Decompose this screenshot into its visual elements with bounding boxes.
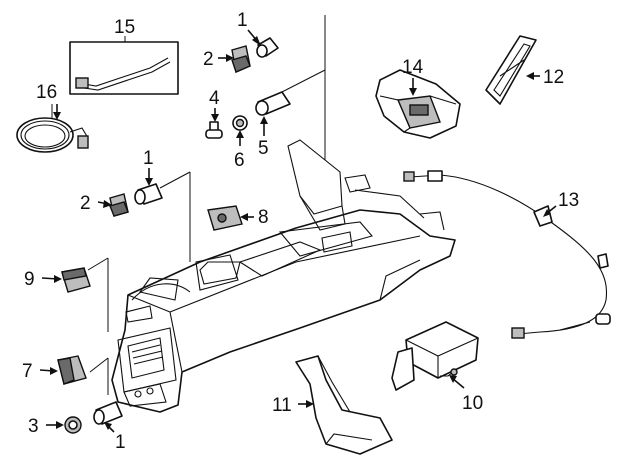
callout-6: 6 [234, 150, 245, 171]
center-console [111, 139, 456, 413]
callout-15: 15 [114, 17, 135, 38]
part-1-middle [134, 183, 163, 205]
part-1-top [256, 37, 279, 58]
callout-10: 10 [462, 393, 483, 414]
part-9-bracket [61, 267, 91, 293]
callout-3: 3 [28, 416, 39, 437]
callout-1-top: 1 [237, 10, 248, 31]
part-3-grommet [64, 416, 82, 434]
callout-16: 16 [36, 82, 57, 103]
part-16-cable-coil [16, 104, 89, 153]
part-5-plug [255, 91, 291, 116]
part-2-top [231, 45, 251, 73]
part-1-bottom [93, 401, 123, 425]
part-10-control-module [391, 321, 479, 391]
part-11-reinforcement-bracket [295, 355, 393, 455]
callout-2-top: 2 [203, 49, 214, 70]
part-4-screw [205, 121, 223, 139]
callout-arrows [39, 29, 557, 433]
callout-14: 14 [402, 57, 424, 78]
part-8-bracket [207, 205, 243, 231]
callout-9: 9 [24, 269, 35, 290]
callout-4: 4 [209, 88, 220, 109]
callout-13: 13 [558, 190, 579, 211]
part-6-grommet [232, 115, 248, 131]
part-7-bracket [57, 355, 87, 385]
callout-1-bottom: 1 [115, 432, 126, 453]
part-2-middle [109, 193, 129, 217]
callout-2-middle: 2 [80, 193, 91, 214]
callout-11: 11 [272, 395, 292, 416]
callout-1-middle: 1 [143, 148, 154, 169]
part-12-trim-panel [485, 35, 537, 105]
callout-7: 7 [22, 361, 33, 382]
callout-5: 5 [258, 138, 269, 159]
leader-lines [87, 15, 326, 395]
part-14-shifter-bracket [375, 69, 461, 139]
part-15-wire-harness [69, 36, 179, 95]
callout-12: 12 [543, 67, 564, 88]
callout-labels: 15 16 1 2 4 6 5 1 2 8 9 7 3 1 14 12 13 1… [22, 10, 579, 453]
callout-8: 8 [258, 207, 269, 228]
